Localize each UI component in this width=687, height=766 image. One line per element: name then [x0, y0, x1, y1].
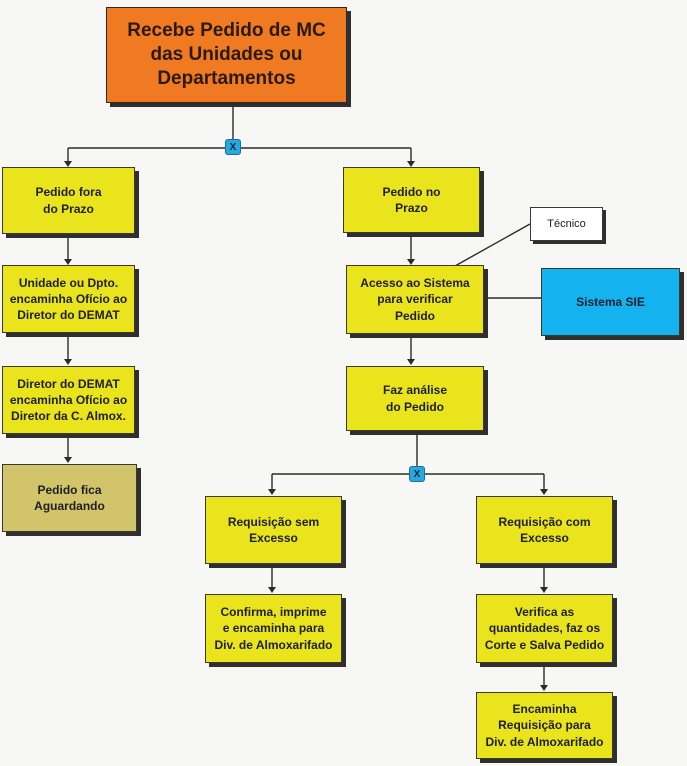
node-pedido-no-prazo: Pedido no Prazo	[343, 167, 480, 233]
node-pedido-fora-do-prazo: Pedido fora do Prazo	[2, 167, 135, 234]
gateway-mid: X	[409, 466, 425, 482]
arrow-to-acesso	[407, 259, 415, 265]
arrow-to-analise	[407, 359, 415, 365]
start-node-recebe-pedido: Recebe Pedido de MC das Unidades ou Depa…	[106, 7, 347, 103]
arrow-to-fora	[64, 161, 72, 167]
gateway-top: X	[225, 139, 241, 155]
node-pedido-fica-aguardando: Pedido fica Aguardando	[2, 464, 137, 532]
arrow-to-diretor	[64, 359, 72, 365]
node-unidade-encaminha-oficio: Unidade ou Dpto. encaminha Ofício ao Dir…	[2, 265, 135, 333]
arrow-to-encaminha	[540, 685, 548, 691]
node-sistema-sie: Sistema SIE	[541, 268, 680, 336]
arrow-to-unidade	[64, 259, 72, 265]
node-diretor-demat-encaminha: Diretor do DEMAT encaminha Ofício ao Dir…	[2, 366, 135, 434]
arrow-to-confirma	[268, 587, 276, 593]
connector-acesso-tecnico	[454, 223, 531, 267]
node-tecnico: Técnico	[530, 207, 603, 241]
node-verifica-quantidades: Verifica as quantidades, faz os Corte e …	[476, 594, 613, 663]
node-confirma-imprime: Confirma, imprime e encaminha para Div. …	[205, 594, 342, 663]
arrow-to-comexcesso	[540, 489, 548, 495]
node-faz-analise: Faz análise do Pedido	[346, 366, 484, 431]
node-requisicao-sem-excesso: Requisição sem Excesso	[205, 496, 342, 564]
arrow-to-verifica	[540, 587, 548, 593]
arrow-to-noprazo	[407, 161, 415, 167]
arrow-to-aguardando	[64, 457, 72, 463]
node-acesso-ao-sistema: Acesso ao Sistema para verificar Pedido	[346, 265, 484, 334]
node-requisicao-com-excesso: Requisição com Excesso	[476, 496, 613, 564]
arrow-to-semexcesso	[268, 489, 276, 495]
node-encaminha-requisicao: Encaminha Requisição para Div. de Almoxa…	[476, 692, 613, 759]
